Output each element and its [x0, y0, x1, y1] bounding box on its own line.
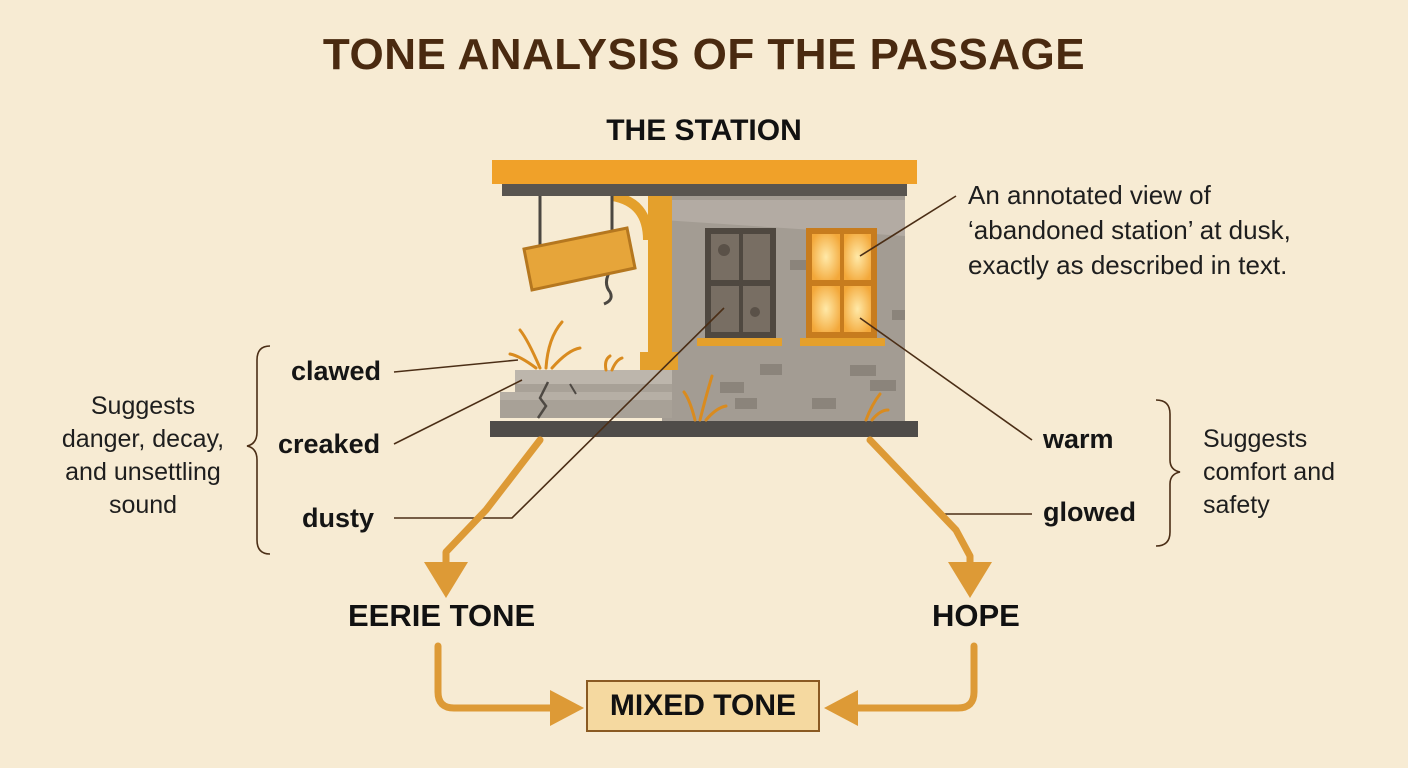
station-roof — [492, 160, 917, 184]
suggestion-line: danger, decay, — [61, 425, 225, 453]
description-callout — [859, 195, 957, 257]
warm-callout — [859, 317, 1033, 441]
left-brace — [246, 345, 271, 555]
station-building — [490, 160, 918, 437]
suggestion-line: sound — [108, 491, 178, 519]
wall-bricks — [720, 260, 905, 409]
station-base — [490, 421, 918, 437]
dusty-callout — [394, 307, 725, 519]
mixed-tone-box: MIXED TONE — [586, 680, 820, 732]
flow-arrows — [434, 436, 978, 712]
right-brace — [1155, 399, 1181, 547]
hope-label: HOPE — [932, 598, 1020, 633]
left-mixed-arrowhead — [550, 690, 584, 726]
description-line: ‘abandoned station’ at dusk, — [968, 215, 1291, 245]
hope-to-mixed-arrow — [848, 642, 978, 712]
glowing-window — [800, 228, 885, 346]
right-suggestion: Suggests comfort and safety — [1203, 423, 1335, 522]
callout-lines — [393, 195, 1033, 519]
suggestion-line: Suggests — [90, 392, 196, 420]
eerie-arrow — [442, 436, 544, 570]
word-dusty: dusty — [302, 503, 375, 533]
word-glowed: glowed — [1043, 497, 1136, 527]
suggestion-line: safety — [1203, 491, 1270, 519]
hanging-sign — [522, 196, 637, 306]
arrow-heads — [424, 562, 992, 726]
page-title: TONE ANALYSIS OF THE PASSAGE — [322, 30, 1086, 79]
left-suggestion: Suggests danger, decay, and unsettling s… — [48, 390, 238, 522]
station-description: An annotated view of ‘abandoned station’… — [968, 178, 1291, 283]
suggestion-line: comfort and — [1203, 458, 1336, 486]
eerie-to-mixed-arrow — [434, 642, 560, 712]
eerie-arrowhead — [424, 562, 468, 598]
eerie-tone-label: EERIE TONE — [348, 598, 536, 633]
weeds — [508, 320, 890, 422]
clawed-callout — [393, 359, 519, 373]
step-crack — [536, 381, 550, 419]
support-post — [648, 196, 672, 370]
word-clawed: clawed — [291, 356, 382, 386]
suggestion-line: and unsettling — [65, 458, 221, 486]
hope-arrow — [866, 436, 974, 570]
suggestion-line: Suggests — [1203, 425, 1308, 453]
word-creaked: creaked — [278, 429, 381, 459]
station-label: THE STATION — [606, 114, 802, 147]
dusty-window — [697, 228, 782, 346]
word-warm: warm — [1043, 424, 1114, 454]
right-mixed-arrowhead — [824, 690, 858, 726]
creaked-callout — [393, 379, 523, 445]
hope-arrowhead — [948, 562, 992, 598]
description-line: exactly as described in text. — [968, 250, 1288, 280]
description-line: An annotated view of — [968, 180, 1211, 210]
